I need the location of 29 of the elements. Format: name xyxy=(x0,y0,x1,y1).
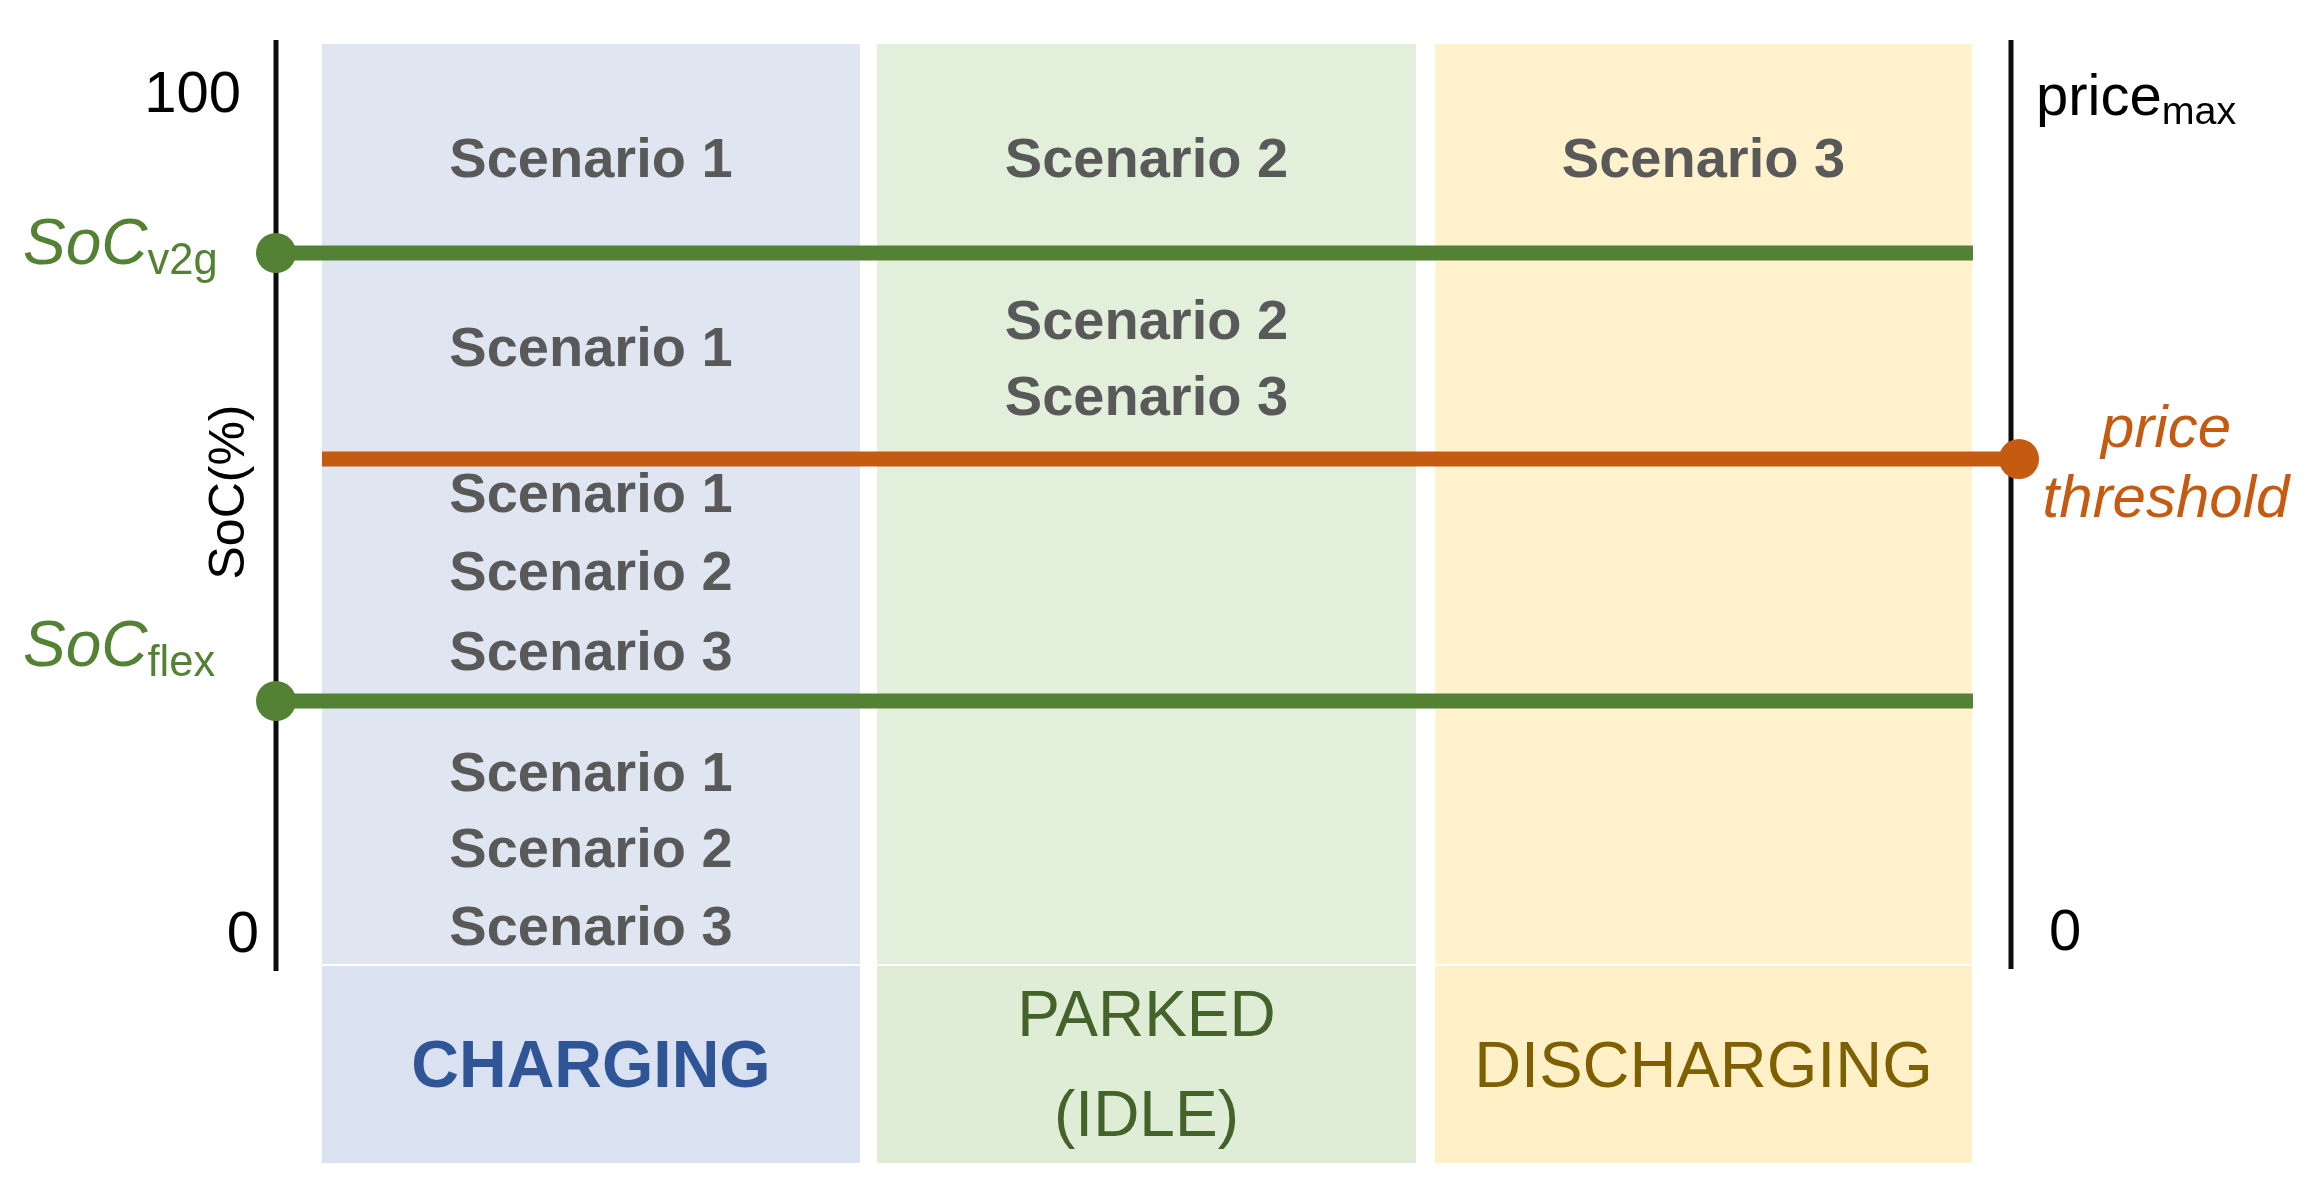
axis-tick-label: price$_{max}$ xyxy=(2036,66,2237,131)
axis-tick-label: 0 xyxy=(2049,901,2082,959)
scenario-label: Scenario 3 xyxy=(1004,368,1289,424)
axis-title: SoC(%) xyxy=(202,404,252,580)
axis-tick-label: 100 xyxy=(144,63,241,121)
mode-label: CHARGING xyxy=(411,1025,771,1103)
scenario-label: Scenario 2 xyxy=(1004,130,1289,186)
scenario-label: Scenario 2 xyxy=(1004,292,1289,348)
scenario-column xyxy=(877,44,1416,964)
scenario-label: Scenario 3 xyxy=(1561,130,1846,186)
mode-band xyxy=(1435,966,1972,1163)
scenario-column xyxy=(322,44,860,964)
scenario-column xyxy=(1435,44,1972,964)
axis-tick-label: 0 xyxy=(226,903,259,961)
scenario-label: Scenario 3 xyxy=(449,898,733,954)
scenario-label: Scenario 1 xyxy=(449,744,733,800)
mode-band xyxy=(877,966,1416,1163)
scenario-label: Scenario 3 xyxy=(449,623,733,679)
scenario-label: Scenario 1 xyxy=(449,130,733,186)
threshold-label: SoC$_{v2g}$ xyxy=(23,210,218,282)
scenario-label: Scenario 1 xyxy=(449,465,733,521)
threshold-label: SoC$_{flex}$ xyxy=(23,612,216,684)
scenario-label: Scenario 1 xyxy=(449,319,733,375)
scenario-label: Scenario 2 xyxy=(449,820,733,876)
threshold-label: price threshold xyxy=(2042,392,2290,532)
mode-band xyxy=(322,966,860,1163)
mode-label: DISCHARGING xyxy=(1474,1026,1933,1103)
mode-label: PARKED (IDLE) xyxy=(1017,977,1276,1152)
scenario-label: Scenario 2 xyxy=(449,543,733,599)
